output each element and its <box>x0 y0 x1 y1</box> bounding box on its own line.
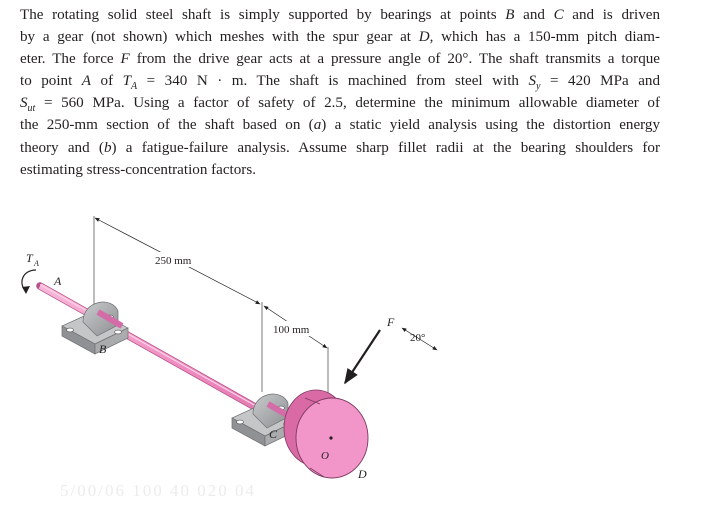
point-c-label: C <box>269 427 278 441</box>
faint-footer-text: 5/00/06 100 40 020 04 <box>60 481 256 500</box>
problem-line-6: the 250-mm section of the shaft based on… <box>20 117 660 134</box>
problem-line-7: theory and (b) a fatigue-failure analysi… <box>20 139 660 156</box>
torque-label: T <box>26 251 34 265</box>
dimension-100mm: 100 mm <box>263 305 329 396</box>
point-d-label: D <box>357 467 367 481</box>
problem-line-2: by a gear (not shown) which meshes with … <box>20 29 660 46</box>
dimension-250mm: 250 mm <box>93 216 263 392</box>
force-label: F <box>386 315 395 329</box>
problem-line-1: The rotating solid steel shaft is simply… <box>20 7 660 23</box>
gear-center-label: O <box>321 450 329 462</box>
problem-statement: The rotating solid steel shaft is simply… <box>20 4 660 181</box>
dim-250-label: 250 mm <box>155 255 192 267</box>
force-vector: F 20° <box>344 315 438 385</box>
angle-label: 20° <box>410 332 425 344</box>
torque-arrow: T A <box>21 251 39 294</box>
bearing-b <box>61 301 129 355</box>
problem-line-4: to point A of TA = 340 N · m. The shaft … <box>20 73 660 93</box>
problem-line-3: eter. The force F from the drive gear ac… <box>20 51 660 68</box>
problem-line-8: estimating stress-concentration factors. <box>20 161 256 178</box>
dim-100-label: 100 mm <box>273 324 310 336</box>
point-b-label: B <box>99 342 107 356</box>
point-a-label: A <box>53 274 62 288</box>
torque-subscript: A <box>33 259 39 268</box>
spur-gear <box>283 389 369 479</box>
problem-line-5: Sut = 560 MPa. Using a factor of safety … <box>20 95 660 115</box>
